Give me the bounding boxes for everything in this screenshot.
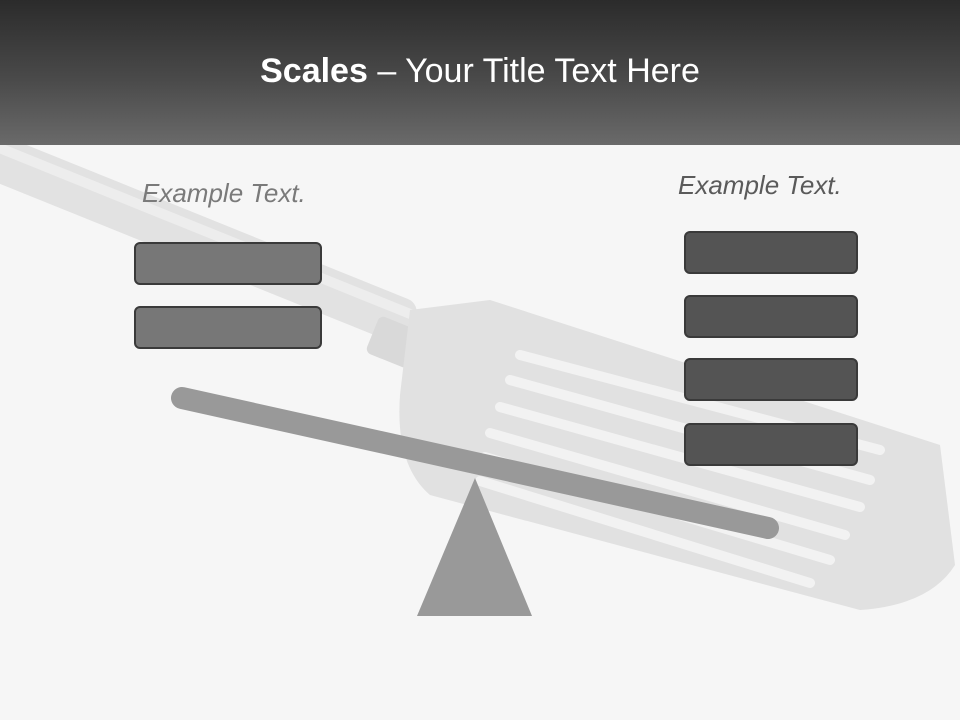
right-weight-box[interactable] <box>684 423 858 466</box>
slide-title: Scales – Your Title Text Here <box>0 52 960 91</box>
right-example-text: Example Text. <box>678 170 842 200</box>
left-weight-box[interactable] <box>134 242 322 285</box>
fulcrum-triangle <box>417 478 532 616</box>
right-weight-box[interactable] <box>684 231 858 274</box>
title-bold-word: Scales <box>260 52 368 90</box>
left-weight-box[interactable] <box>134 306 322 349</box>
scale-beam <box>171 387 779 539</box>
title-rest: – Your Title Text Here <box>367 52 700 90</box>
title-bar: Scales – Your Title Text Here <box>0 0 960 145</box>
right-weight-box[interactable] <box>684 295 858 338</box>
left-example-text: Example Text. <box>142 178 306 208</box>
right-weight-box[interactable] <box>684 358 858 401</box>
